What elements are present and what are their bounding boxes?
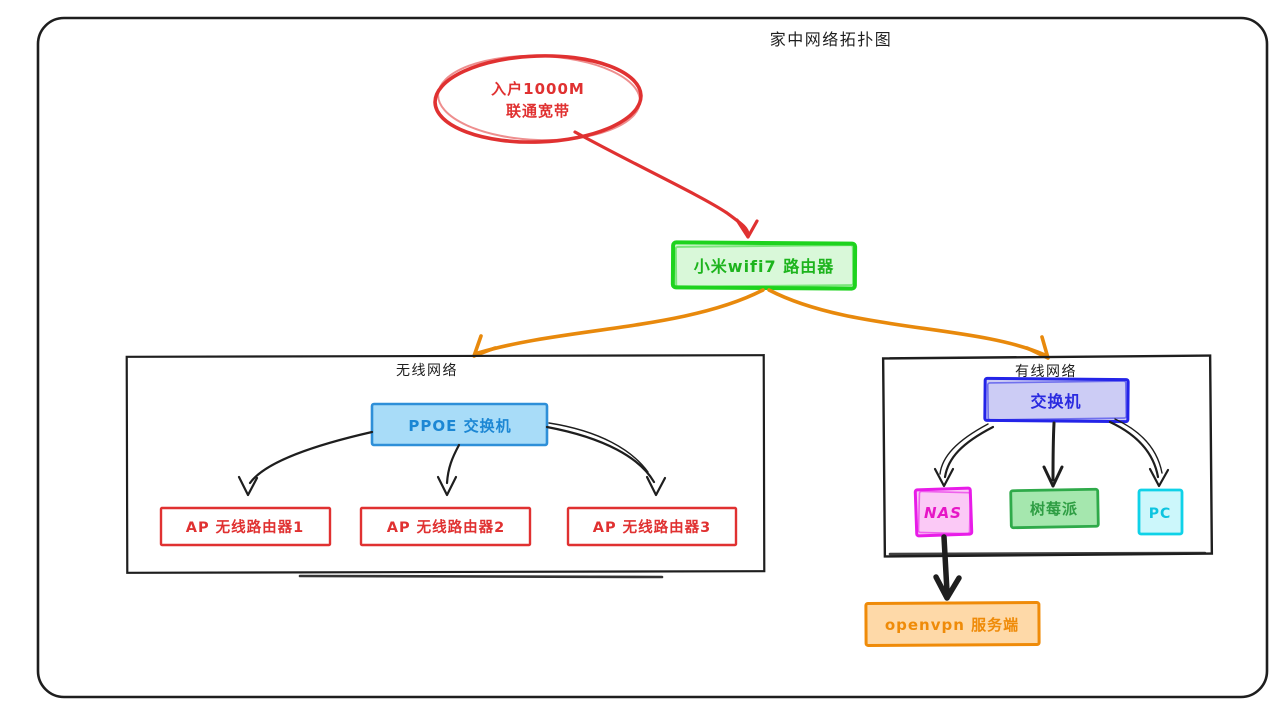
- arrow-ppoe-to-ap3: [545, 422, 667, 497]
- arrow-switch-to-pi: [1042, 421, 1064, 488]
- arrow-switch-to-nas: [933, 423, 995, 488]
- arrow-nas-to-openvpn: [933, 534, 962, 601]
- pc-box[interactable]: [1137, 488, 1184, 536]
- ap1-label: AP 无线路由器1: [186, 518, 305, 536]
- wired-group: 有线网络: [881, 354, 1214, 558]
- ap2-label: AP 无线路由器2: [387, 518, 506, 536]
- arrow-switch-to-pc: [1108, 418, 1170, 488]
- openvpn-box[interactable]: [864, 601, 1041, 647]
- router-label: 小米wifi7 路由器: [694, 257, 834, 276]
- wired-group-label: 有线网络: [1015, 364, 1077, 380]
- ppoe-switch-node[interactable]: PPOE 交换机: [370, 402, 549, 447]
- outer-frame: [36, 16, 1269, 699]
- ppoe-switch-label: PPOE 交换机: [408, 417, 511, 435]
- ap3-node[interactable]: AP 无线路由器3: [566, 506, 738, 547]
- arrow-ppoe-to-ap1: [237, 430, 374, 497]
- wireless-group-overdraw: [298, 574, 664, 579]
- ap1-box[interactable]: [159, 506, 332, 547]
- openvpn-label: openvpn 服务端: [885, 616, 1019, 634]
- router-node[interactable]: 小米wifi7 路由器: [670, 240, 858, 291]
- ap1-node[interactable]: AP 无线路由器1: [159, 506, 332, 547]
- isp-ellipse-overdraw: [437, 54, 641, 142]
- raspberry-pi-box[interactable]: [1009, 487, 1100, 530]
- diagram-title: 家中网络拓扑图: [770, 30, 893, 49]
- router-box[interactable]: [670, 240, 858, 291]
- pc-node[interactable]: PC: [1137, 488, 1184, 536]
- arrow-router-to-wired: [767, 288, 1050, 360]
- router-box-overdraw: [674, 244, 855, 288]
- wireless-group-label: 无线网络: [396, 363, 458, 379]
- switch-node[interactable]: 交换机: [983, 376, 1130, 424]
- isp-node[interactable]: 入户1000M 联通宽带: [433, 52, 643, 145]
- arrow-router-to-wireless: [472, 288, 765, 358]
- ap2-box[interactable]: [359, 506, 532, 547]
- nas-label: NAS: [924, 504, 962, 522]
- ap2-node[interactable]: AP 无线路由器2: [359, 506, 532, 547]
- wireless-group-box: [125, 354, 766, 574]
- arrow-ppoe-to-ap2: [436, 443, 461, 497]
- openvpn-node[interactable]: openvpn 服务端: [864, 601, 1041, 647]
- raspberry-pi-label: 树莓派: [1030, 500, 1078, 518]
- pc-label: PC: [1149, 506, 1172, 522]
- raspberry-pi-node[interactable]: 树莓派: [1009, 487, 1100, 530]
- nas-box-overdraw: [917, 490, 972, 535]
- isp-label-line1: 入户1000M: [491, 80, 585, 98]
- ap3-label: AP 无线路由器3: [593, 518, 712, 536]
- arrow-isp-to-router: [573, 130, 759, 239]
- switch-box-overdraw: [986, 380, 1128, 421]
- wired-group-overdraw: [888, 551, 1207, 556]
- isp-label-line2: 联通宽带: [506, 102, 570, 120]
- switch-label: 交换机: [1030, 392, 1081, 411]
- ap3-box[interactable]: [566, 506, 738, 547]
- wireless-group: 无线网络: [125, 354, 766, 579]
- switch-box[interactable]: [983, 376, 1130, 424]
- nas-node[interactable]: NAS: [913, 486, 974, 538]
- wired-group-box: [881, 354, 1214, 558]
